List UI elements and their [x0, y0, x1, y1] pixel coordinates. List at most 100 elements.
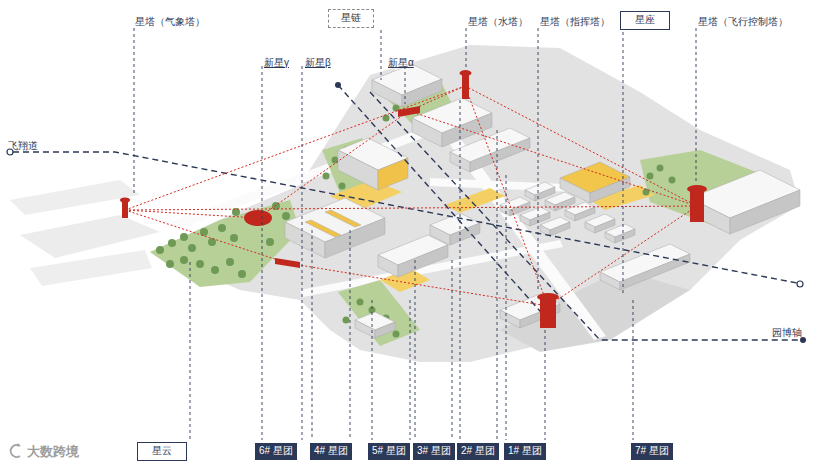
- wall: [590, 177, 630, 203]
- cluster-box: 1# 星团: [504, 443, 546, 460]
- wall: [378, 158, 408, 190]
- label-text: 大数跨境: [27, 444, 79, 459]
- box-text: 星座: [635, 14, 655, 27]
- box-text: 1# 星团: [508, 445, 542, 458]
- leader-line: [381, 30, 382, 80]
- site-plate: [150, 45, 800, 362]
- tree: [218, 224, 226, 232]
- sight-line: [548, 206, 697, 306]
- tree: [211, 266, 219, 274]
- logo-arc: [11, 445, 20, 457]
- box-text: 6# 星团: [259, 445, 293, 458]
- box-text: 4# 星团: [314, 445, 348, 458]
- park: [338, 280, 420, 346]
- leader-line: [415, 260, 416, 440]
- sight-line: [465, 86, 548, 306]
- tower-label: 星塔（气象塔）: [135, 11, 205, 29]
- leader-line: [460, 100, 461, 440]
- tree: [188, 244, 196, 252]
- axis-end: [335, 82, 341, 88]
- lot: [30, 250, 152, 286]
- wall: [500, 310, 520, 328]
- roof-stripe: [325, 210, 361, 227]
- tree: [669, 177, 676, 184]
- building: [338, 138, 408, 190]
- wall: [470, 138, 530, 172]
- axis-label: 飞翔道: [8, 135, 38, 153]
- new-star-label: 新星β: [305, 52, 331, 70]
- command-tower-cap: [537, 293, 559, 301]
- label-text: 园博轴: [772, 327, 802, 338]
- tree: [323, 173, 330, 180]
- building: [355, 312, 395, 338]
- wall: [402, 79, 442, 107]
- leader-line: [372, 300, 373, 440]
- leader-line: [262, 66, 263, 440]
- tower-label: 星塔（水塔）: [468, 11, 528, 29]
- nebula-box: 星云: [137, 442, 187, 461]
- tree: [180, 233, 188, 241]
- ground: [10, 45, 800, 362]
- control-tower: [690, 190, 704, 222]
- tree: [238, 270, 246, 278]
- beta-bar: [275, 258, 300, 268]
- leader-line: [497, 130, 498, 440]
- tree: [156, 246, 164, 254]
- sight-line: [409, 111, 697, 206]
- cluster-box: 3# 星团: [413, 443, 455, 460]
- tree: [196, 260, 204, 268]
- wall: [450, 223, 480, 245]
- label-text: 星塔（飞行控制塔）: [698, 16, 788, 27]
- water-tower-cap: [460, 70, 472, 76]
- building: [285, 198, 385, 258]
- leader-line: [302, 66, 303, 440]
- building: [378, 235, 448, 277]
- cluster-box: 7# 星团: [631, 443, 673, 460]
- sight-line: [258, 111, 409, 218]
- tree: [166, 260, 174, 268]
- house: [565, 202, 595, 221]
- weather-tower: [122, 200, 128, 218]
- label-text: 新星γ: [264, 57, 289, 68]
- watermark-logo: [11, 444, 20, 458]
- flight-path-line: [13, 152, 797, 283]
- tree: [266, 238, 274, 246]
- leader-line: [350, 230, 351, 440]
- tower-network: [125, 86, 697, 306]
- axis-end: [797, 281, 803, 287]
- watermark: 大数跨境: [27, 442, 79, 460]
- box-text: 2# 星团: [461, 445, 495, 458]
- leader-line: [696, 28, 697, 183]
- sight-line: [465, 86, 697, 206]
- cluster-box: 5# 星团: [368, 443, 410, 460]
- house: [605, 224, 635, 243]
- tree: [393, 331, 400, 338]
- tower-label: 星塔（指挥塔）: [540, 11, 610, 29]
- leader-line: [312, 230, 313, 440]
- tree: [282, 212, 290, 220]
- trees: [156, 105, 784, 338]
- wall: [375, 322, 395, 338]
- building: [412, 98, 492, 147]
- roads: [170, 62, 700, 340]
- axis-lines: [13, 85, 800, 340]
- leader-line: [410, 300, 411, 440]
- park: [150, 200, 300, 287]
- label-text: 星塔（水塔）: [468, 16, 528, 27]
- tree: [357, 299, 364, 306]
- label-text: 新星α: [388, 57, 414, 68]
- label-text: 新星β: [305, 57, 331, 68]
- tree: [647, 173, 654, 180]
- lot: [500, 270, 690, 352]
- wall: [412, 118, 442, 147]
- sight-line: [125, 206, 697, 210]
- cluster-box: 4# 星团: [310, 443, 352, 460]
- tree: [657, 165, 664, 172]
- leader-line: [623, 32, 624, 295]
- wall: [620, 254, 690, 290]
- tree: [343, 317, 350, 324]
- label-text: 飞翔道: [8, 140, 38, 151]
